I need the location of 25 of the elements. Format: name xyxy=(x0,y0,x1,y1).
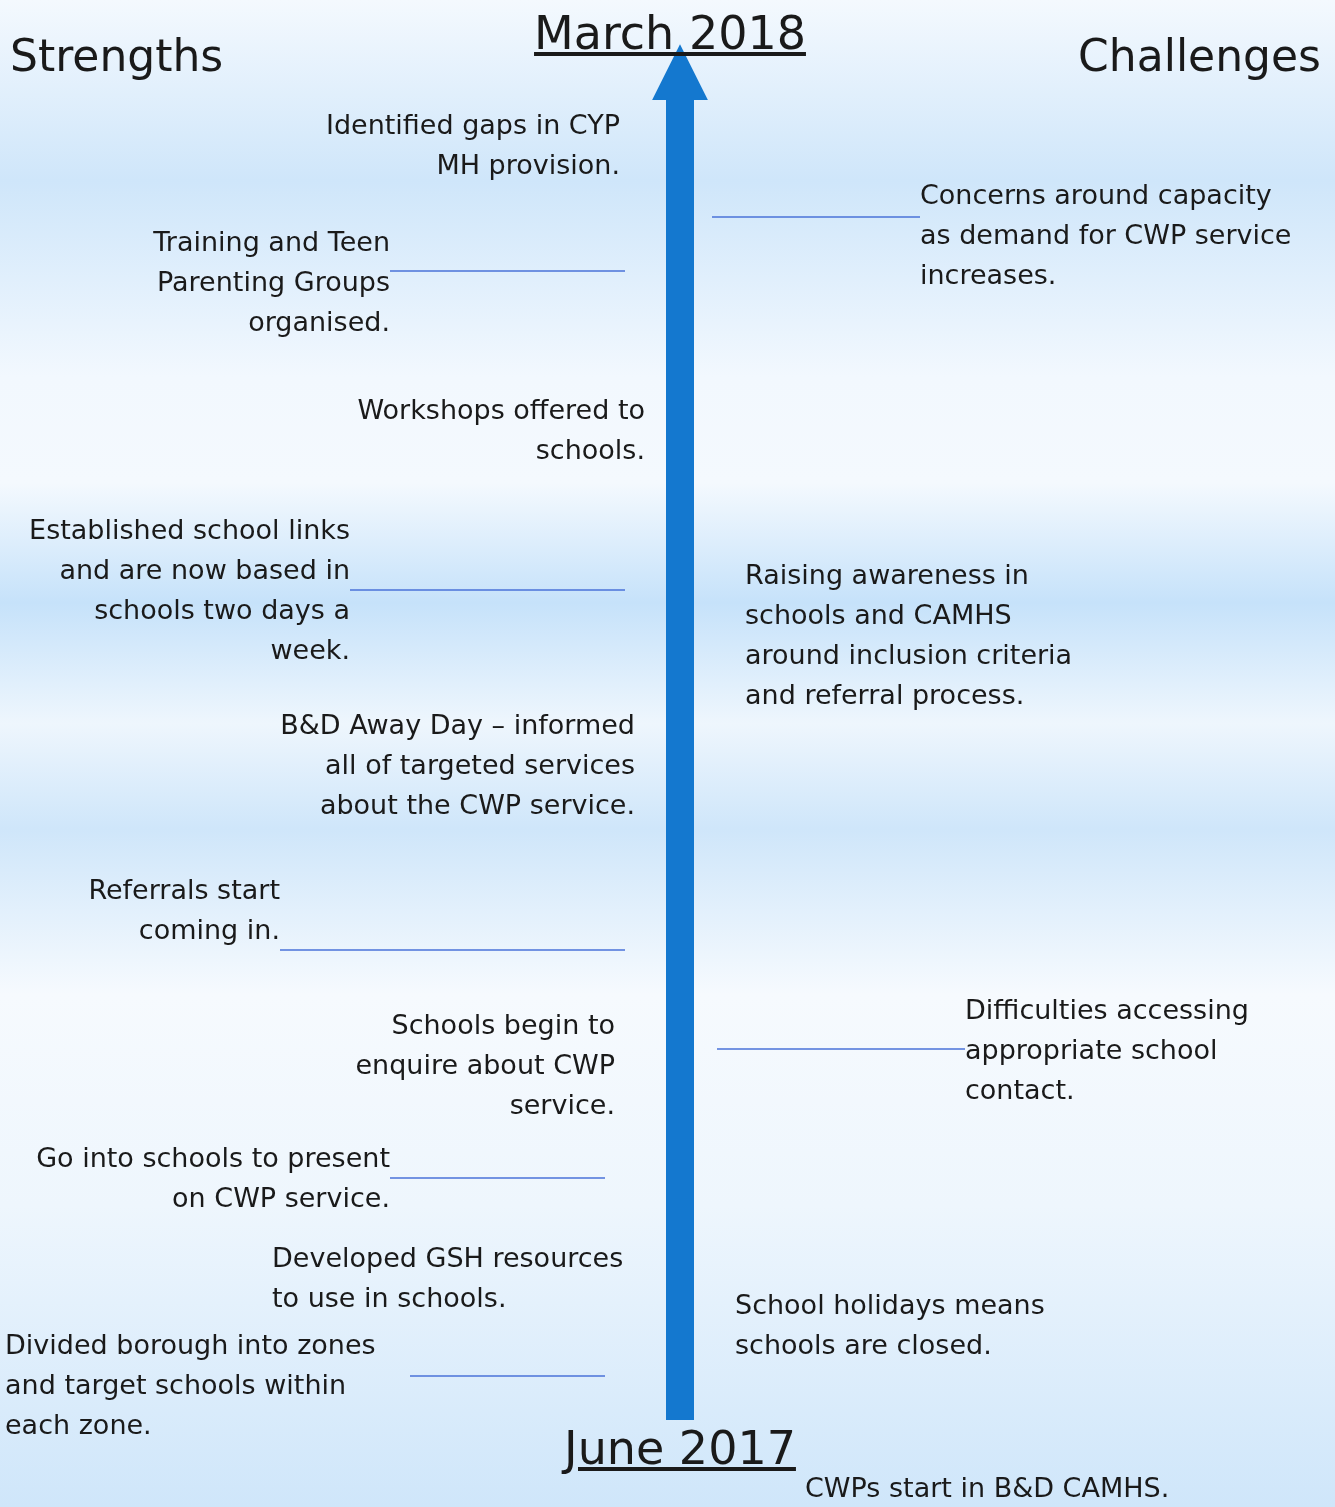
timeline-entry: Workshops offered to schools. xyxy=(300,390,645,470)
leader-line xyxy=(716,1048,966,1050)
leader-line xyxy=(409,1375,606,1377)
timeline-entry: B&D Away Day – informed all of targeted services about the CWP service. xyxy=(250,705,635,825)
date-heading: March 2018 xyxy=(520,5,820,61)
timeline-entry: Raising awareness in schools and CAMHS around inclusion criteria and referral process. xyxy=(745,555,1075,715)
timeline-arrow xyxy=(652,44,708,1420)
leader-line xyxy=(349,589,626,591)
timeline-entry: School holidays means schools are closed. xyxy=(735,1285,1085,1365)
timeline-entry: Established school links and are now based in schools two days a week. xyxy=(20,510,350,670)
leader-line xyxy=(389,270,626,272)
timeline-entry: Developed GSH resources to use in schools. xyxy=(272,1238,652,1318)
timeline-entry: Training and Teen Parenting Groups organised. xyxy=(30,222,390,342)
column-heading: Challenges xyxy=(1078,30,1321,81)
timeline-entry: Identified gaps in CYP MH provision. xyxy=(310,105,620,185)
column-heading: Strengths xyxy=(10,30,224,81)
timeline-entry: Concerns around capacity as demand for CWP service increases. xyxy=(920,175,1310,295)
timeline-entry: Referrals start coming in. xyxy=(80,870,280,950)
leader-line xyxy=(389,1177,606,1179)
timeline-entry: Difficulties accessing appropriate school contact. xyxy=(965,990,1305,1110)
leader-line xyxy=(279,949,626,951)
timeline-entry: Go into schools to present on CWP service. xyxy=(5,1138,390,1218)
timeline-entry: Schools begin to enquire about CWP service. xyxy=(300,1005,615,1125)
timeline-entry: Divided borough into zones and target schools within each zone. xyxy=(5,1325,410,1445)
leader-line xyxy=(711,216,921,218)
